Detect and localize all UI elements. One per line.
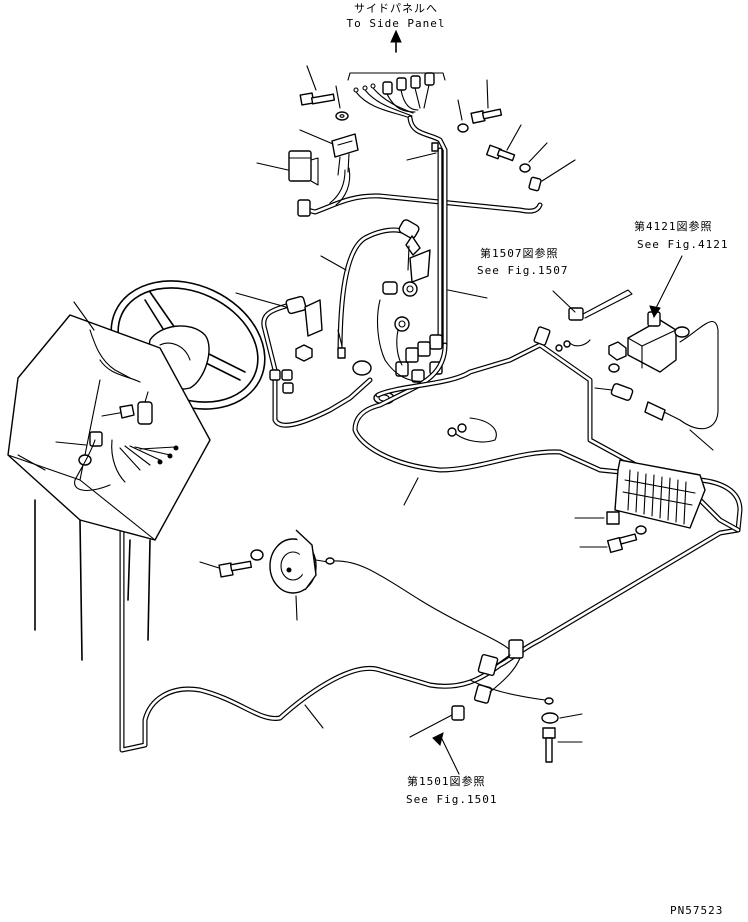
main-harness <box>119 342 743 753</box>
bracket-part <box>299 129 359 176</box>
fig4121-label-en: See Fig.4121 <box>637 238 729 251</box>
fig1501-label-jp: 第1501図参照 <box>407 775 486 788</box>
bolt-mid-right <box>579 525 647 554</box>
left-harness-branch <box>235 292 373 428</box>
washer-top <box>335 85 349 121</box>
drawing-number: PN57523 <box>670 904 724 917</box>
fuse-box <box>574 459 706 529</box>
elbow-connector <box>320 219 431 358</box>
relay-box <box>256 150 319 186</box>
column-box <box>7 314 211 661</box>
fig1501-label-en: See Fig.1501 <box>406 793 498 806</box>
connector-fig1507 <box>533 289 633 352</box>
fig4121-label-jp: 第4121図参照 <box>634 220 713 233</box>
side-panel-label-en: To Side Panel <box>346 17 446 30</box>
bolt-top-left <box>299 65 336 106</box>
side-panel-arrow <box>347 29 446 81</box>
reference-leader-lines <box>407 245 488 299</box>
central-junction <box>352 281 443 405</box>
side-panel-connectors <box>353 72 435 119</box>
lower-connectors <box>409 639 583 775</box>
fig1507-label-jp: 第1507図参照 <box>480 247 559 260</box>
upper-harness <box>297 115 543 348</box>
fig1507-label-en: See Fig.1507 <box>477 264 569 277</box>
column-switches <box>55 301 179 491</box>
bolt-top-right <box>457 79 576 192</box>
horn <box>199 529 511 651</box>
side-panel-label-jp: サイドパネルへ <box>354 2 438 15</box>
bracket-fig4121 <box>594 255 719 451</box>
